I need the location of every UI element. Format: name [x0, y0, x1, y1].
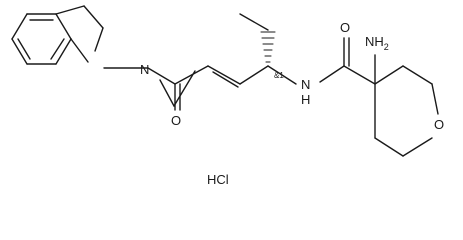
amide-linkage [267, 37, 376, 85]
salt-label: HCl [207, 172, 229, 187]
carbonyl-oxygen-label: O [171, 113, 181, 128]
indoline-nitrogen-label: N [140, 62, 149, 77]
ethyl-group [239, 13, 276, 63]
pyrrolidine-ring [55, 5, 104, 63]
stereo-descriptor: &1 [274, 71, 284, 80]
amide-hydrogen-label: H [301, 92, 310, 107]
amine-label: NH2 [365, 34, 389, 52]
acyl-chain [103, 65, 269, 111]
amide-carbonyl-oxygen-label: O [340, 20, 350, 35]
benzene-ring [11, 13, 72, 65]
pyran-oxygen-label: O [434, 117, 444, 132]
chemical-structure-diagram: N O N H O NH2 O &1 HCl [11, 5, 444, 187]
amide-nitrogen-label: N [301, 77, 310, 92]
tetrahydropyran-ring [374, 54, 439, 157]
